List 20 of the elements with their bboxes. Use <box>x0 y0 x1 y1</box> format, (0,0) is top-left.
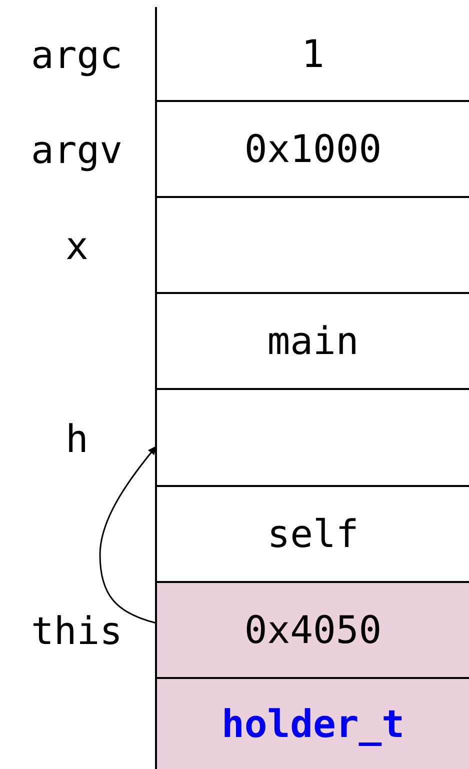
empty-cell <box>155 198 469 294</box>
stack-cell <box>155 294 469 390</box>
stack-cell <box>155 583 469 679</box>
stack-cell <box>155 102 469 198</box>
variable-name: this <box>31 609 123 653</box>
cell-value: self <box>267 512 359 556</box>
variable-name: h <box>66 416 88 460</box>
variable-name: argv <box>31 128 123 172</box>
cell-value: 0x1000 <box>244 127 382 171</box>
stack-cell <box>155 7 469 102</box>
cell-value: 0x4050 <box>244 608 382 652</box>
stack-cell <box>155 487 469 583</box>
stack-cell <box>155 679 469 769</box>
variable-name: argc <box>31 32 123 76</box>
cell-value: 1 <box>302 32 324 76</box>
variable-name: x <box>66 224 88 268</box>
cell-value: holder_t <box>221 702 405 746</box>
empty-cell <box>155 390 469 487</box>
pointer-arrow <box>99 446 157 624</box>
cell-value: main <box>267 319 359 363</box>
